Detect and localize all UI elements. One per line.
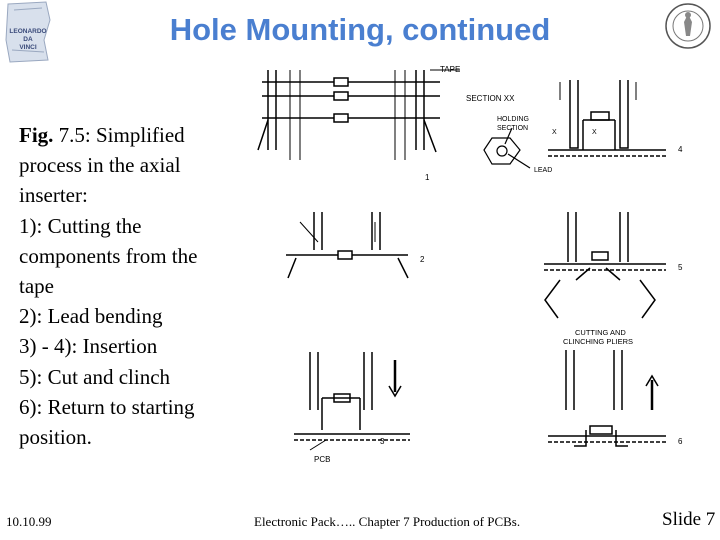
axial-inserter-diagram: TAPE 1 SECTION XX HOLDING SECTION LEAD X…	[250, 62, 700, 474]
caption-line: components from the	[19, 243, 198, 268]
label-section: SECTION XX	[466, 94, 515, 103]
leonardo-logo: LEONARDO DA VINCI	[2, 0, 54, 66]
slide-title: Hole Mounting, continued	[169, 12, 551, 47]
stage-3-insertion	[294, 352, 410, 451]
caption-line: tape	[19, 274, 54, 299]
label-cutting: CUTTING AND	[575, 328, 626, 337]
label-3: 3	[380, 437, 385, 446]
caption-line: 2): Lead bending	[19, 304, 163, 329]
label-holding-section: SECTION	[497, 125, 528, 132]
university-seal-icon	[664, 2, 712, 50]
label-holding: HOLDING	[497, 116, 529, 123]
label-x2: X	[592, 129, 597, 136]
caption-line: 6): Return to starting	[19, 394, 195, 419]
caption-line: process in the axial	[19, 153, 181, 178]
caption-line: 3) - 4): Insertion	[19, 334, 158, 359]
stage-2-bending	[286, 212, 409, 279]
label-pcb: PCB	[314, 455, 330, 464]
label-4: 4	[678, 145, 683, 154]
label-2: 2	[420, 255, 425, 264]
caption-line: 5): Cut and clinch	[19, 364, 171, 389]
label-5: 5	[678, 263, 683, 272]
stage-4-insertion	[548, 80, 666, 157]
slide-number: Slide 7	[662, 509, 716, 530]
stage-1-cutting	[257, 69, 460, 160]
label-clinching: CLINCHING PLIERS	[563, 337, 633, 346]
stage-6-return	[548, 350, 666, 447]
svg-text:DA: DA	[23, 36, 33, 43]
label-tape: TAPE	[440, 65, 460, 74]
caption-line: inserter:	[19, 183, 88, 208]
footer-center: Electronic Pack….. Chapter 7 Production …	[254, 514, 521, 529]
svg-text:VINCI: VINCI	[19, 44, 37, 51]
section-view	[483, 127, 531, 169]
figure-caption: Fig. 7.5: Simplified process in the axia…	[19, 120, 249, 452]
svg-text:LEONARDO: LEONARDO	[9, 28, 46, 35]
label-x1: X	[552, 129, 557, 136]
fig-label: Fig.	[19, 123, 54, 147]
stage-5-clinch	[544, 212, 666, 319]
footer-date: 10.10.99	[6, 514, 52, 529]
caption-line: 1): Cutting the	[19, 213, 142, 238]
caption-line: position.	[19, 425, 92, 450]
caption-line: 7.5: Simplified	[53, 123, 185, 147]
label-6: 6	[678, 437, 683, 446]
label-1: 1	[425, 173, 430, 182]
label-lead: LEAD	[534, 167, 552, 174]
